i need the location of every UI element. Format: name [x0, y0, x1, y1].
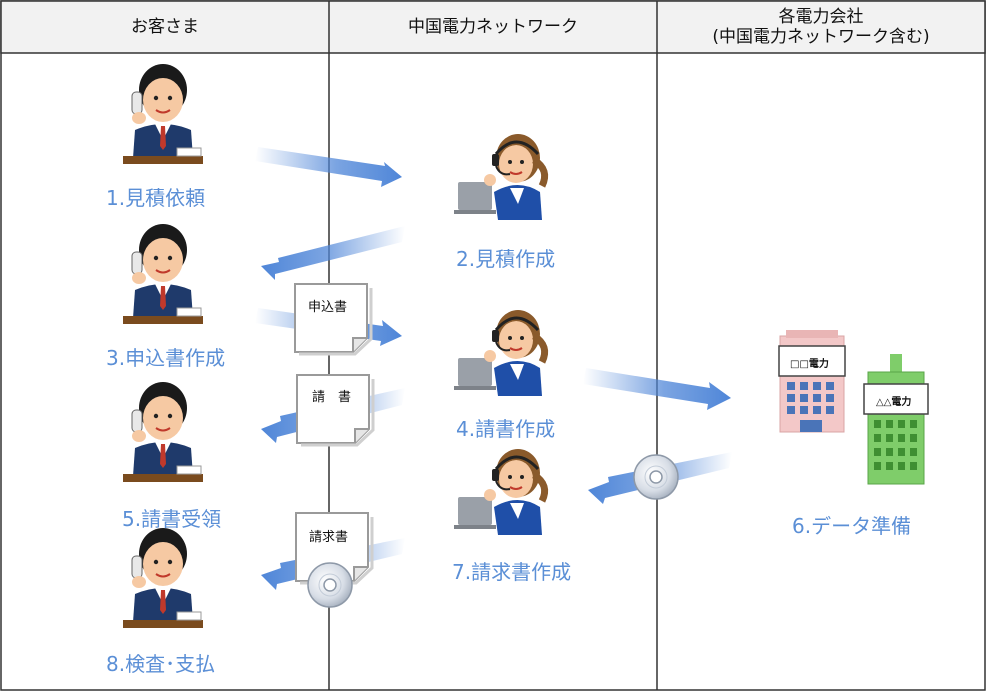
- disc-icon: [633, 454, 679, 500]
- customer-phone-icon: [122, 527, 204, 629]
- customer-phone-icon: [122, 63, 204, 165]
- step-1-label: 1.見積依頼: [106, 186, 206, 210]
- building-icon: [778, 330, 846, 433]
- operator-headset-icon: [454, 310, 545, 396]
- building-icon: [863, 354, 929, 485]
- column-header-customer: お客さま: [131, 17, 199, 37]
- step-8-label: 8.検査･支払: [106, 652, 216, 676]
- disc-icon: [307, 562, 353, 608]
- flow-arrow: [255, 147, 402, 187]
- step-6-label: 6.データ準備: [792, 514, 912, 538]
- column-header-companies-line1: 各電力会社: [778, 7, 864, 27]
- building-label-company-a: □□電力: [790, 359, 829, 370]
- step-7-label: 7.請求書作成: [452, 560, 572, 584]
- document-icon: [293, 282, 373, 356]
- document-label-invoice: 請求書: [309, 530, 349, 545]
- step-2-label: 2.見積作成: [456, 247, 556, 271]
- building-label-company-b: △△電力: [876, 397, 912, 408]
- header-row: [0, 0, 986, 54]
- flow-arrow: [261, 226, 405, 280]
- operator-headset-icon: [454, 449, 545, 535]
- operator-headset-icon: [454, 134, 545, 220]
- step-3-label: 3.申込書作成: [106, 346, 226, 370]
- step-4-label: 4.請書作成: [456, 417, 556, 441]
- customer-phone-icon: [122, 381, 204, 483]
- document-label-acceptance: 請 書: [312, 390, 352, 405]
- customer-phone-icon: [122, 223, 204, 325]
- column-header-companies: 各電力会社 (中国電力ネットワーク含む): [657, 1, 985, 53]
- flow-arrow: [583, 368, 731, 410]
- column-header-network: 中国電力ネットワーク: [408, 17, 578, 37]
- document-label-application: 申込書: [308, 300, 348, 315]
- column-header-companies-line2: (中国電力ネットワーク含む): [712, 27, 930, 47]
- step-5-label: 5.請書受領: [122, 507, 222, 531]
